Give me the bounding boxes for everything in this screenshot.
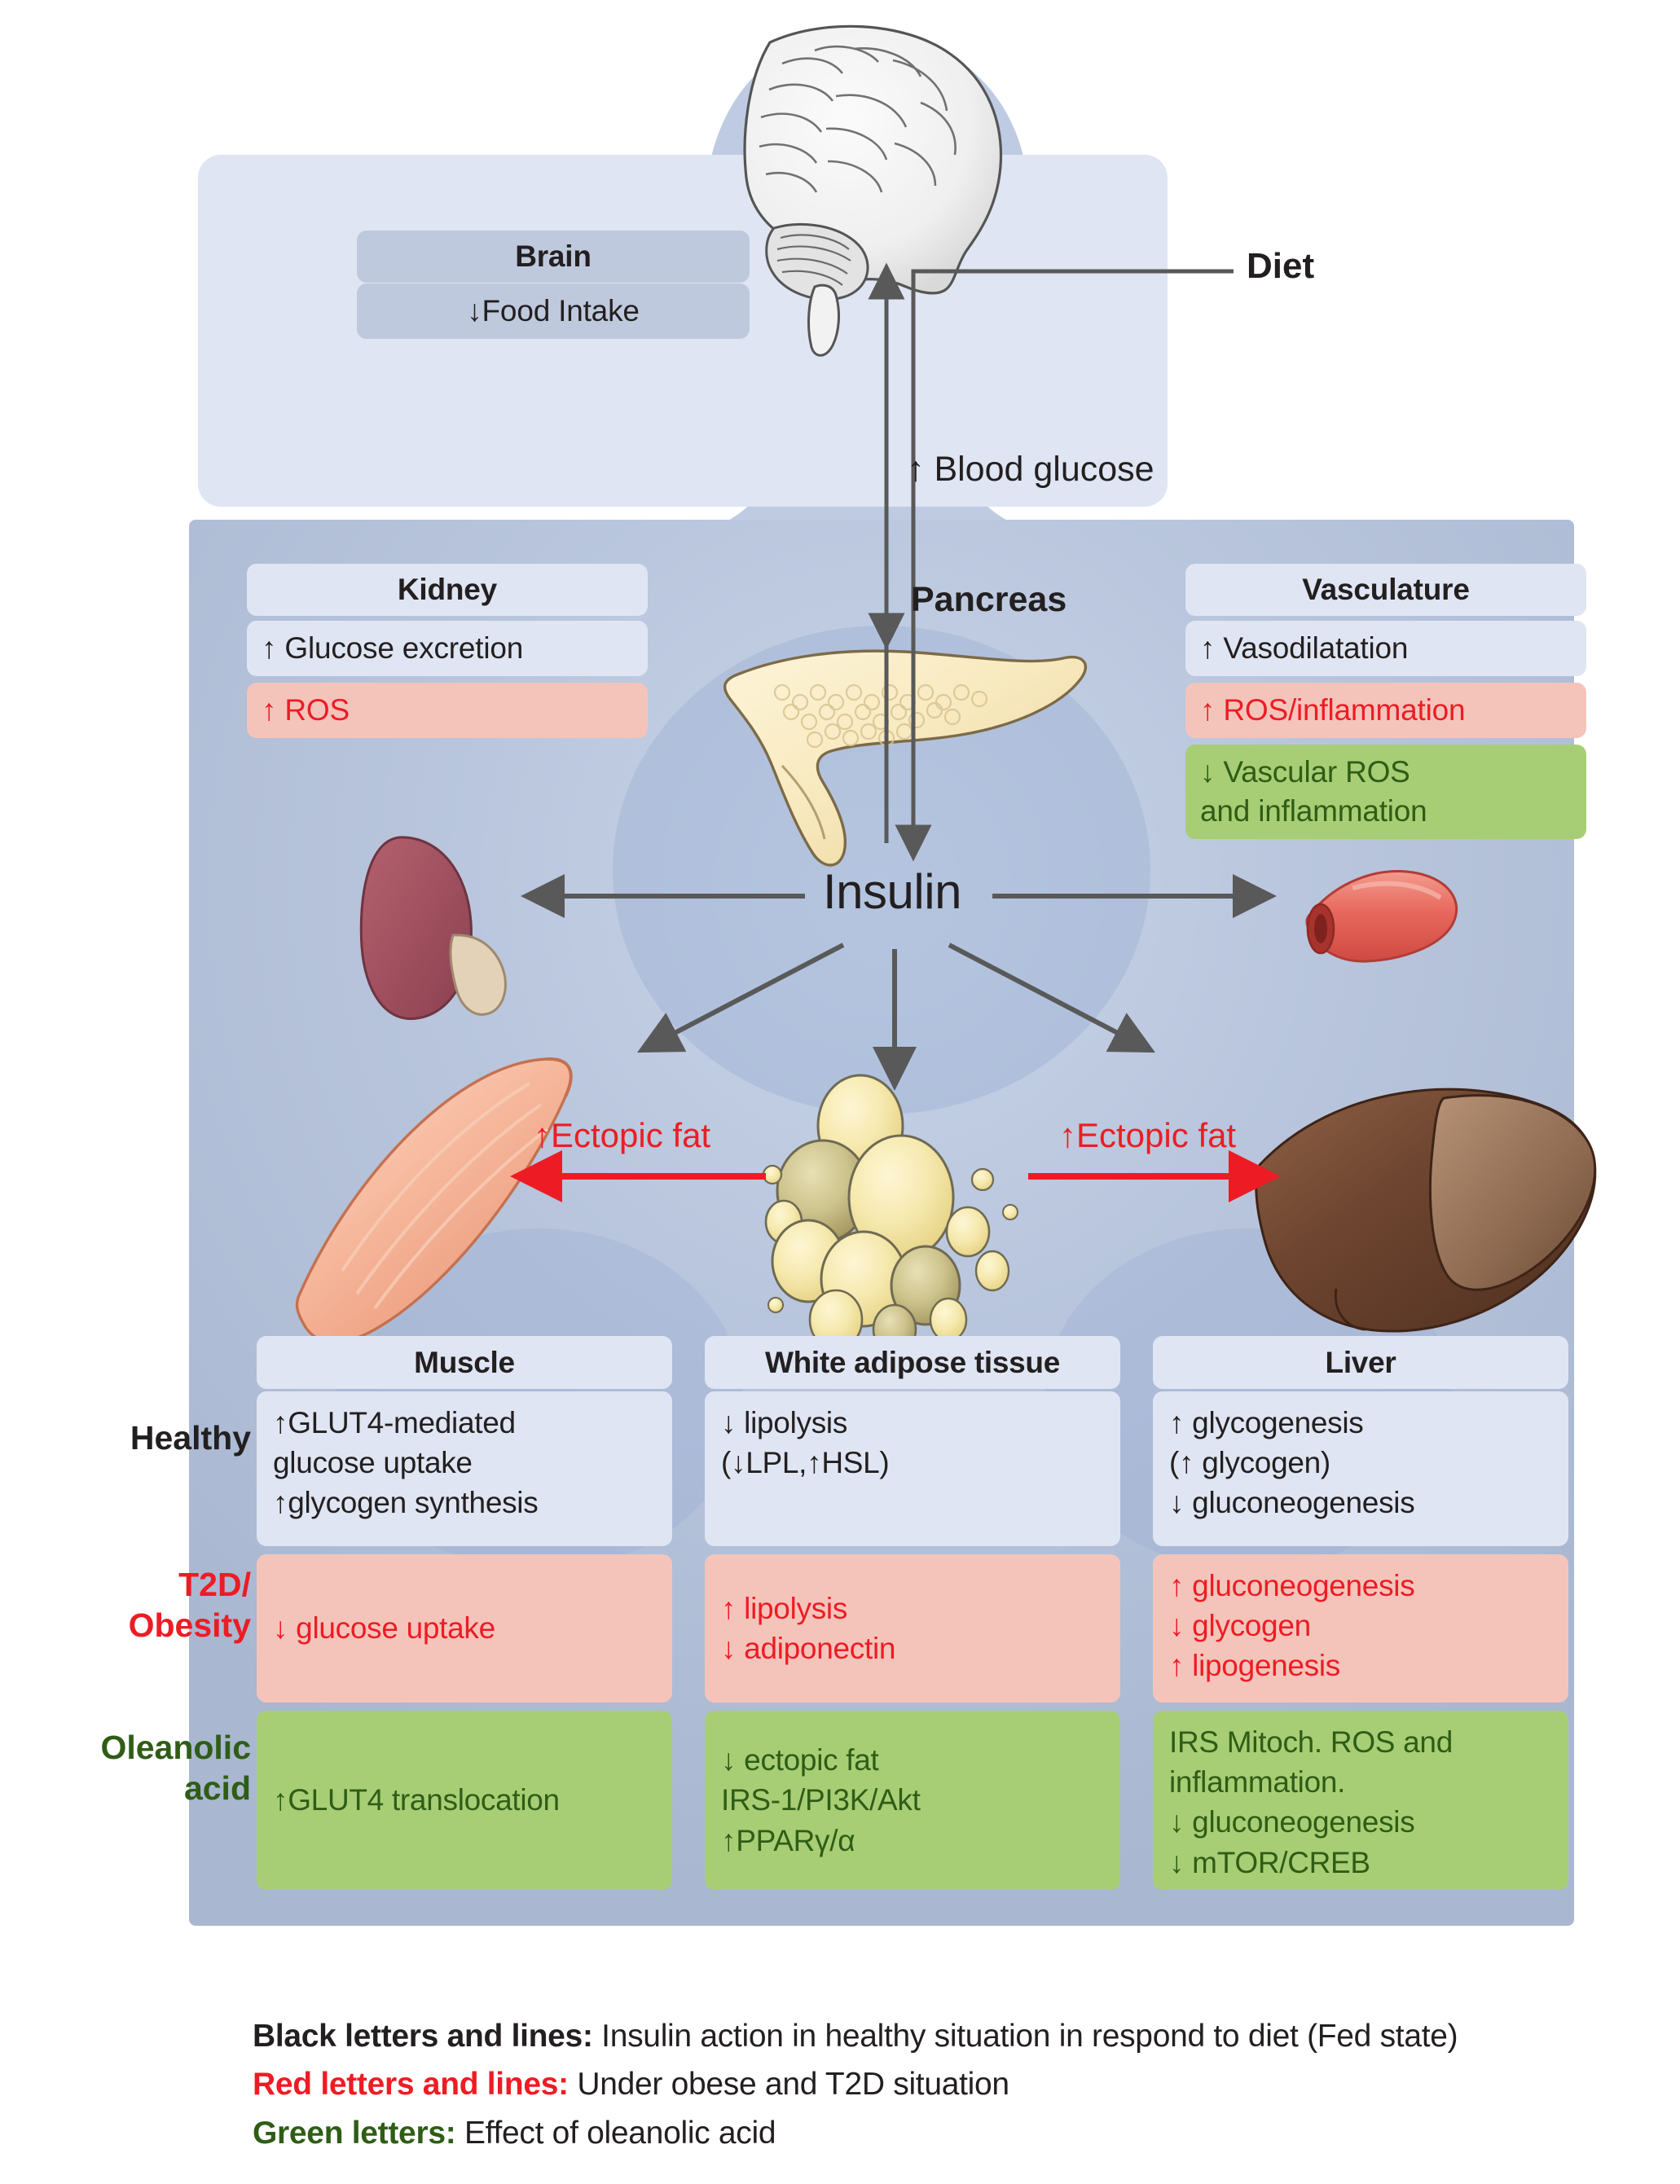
brain-box-header: Brain bbox=[357, 231, 750, 283]
column-header-liver: Liver bbox=[1153, 1336, 1568, 1390]
pancreas-label: Pancreas bbox=[911, 580, 1067, 619]
legend-red-rest: Under obese and T2D situation bbox=[568, 2067, 1009, 2103]
legend-black-bold: Black letters and lines: bbox=[253, 2019, 593, 2054]
legend-black-rest: Insulin action in healthy situation in r… bbox=[592, 2019, 1458, 2054]
cell-t2d-adipose: ↑ lipolysis ↓ adiponectin bbox=[705, 1554, 1120, 1703]
kidney-row-glucose-excretion: ↑ Glucose excretion bbox=[247, 621, 648, 677]
brain-box-item-food-intake: ↓Food Intake bbox=[357, 283, 750, 340]
legend-red-bold: Red letters and lines: bbox=[253, 2067, 569, 2103]
row-label-healthy: Healthy bbox=[130, 1419, 251, 1457]
vasculature-row-vascular-ros: ↓ Vascular ROS and inflammation bbox=[1185, 745, 1586, 840]
legend-green-rest: Effect of oleanolic acid bbox=[455, 2115, 776, 2151]
vasculature-row-ros-inflammation: ↑ ROS/inflammation bbox=[1185, 683, 1586, 739]
row-label-t2d-obesity: T2D/ Obesity bbox=[128, 1566, 251, 1645]
kidney-row-ros: ↑ ROS bbox=[247, 683, 648, 739]
legend-line-green: Green letters: Effect of oleanolic acid bbox=[253, 2109, 1458, 2157]
cell-oleanolic-adipose: ↓ ectopic fat IRS-1/PI3K/Akt ↑PPARγ/α bbox=[705, 1711, 1120, 1890]
legend: Black letters and lines: Insulin action … bbox=[253, 2012, 1458, 2157]
column-header-white-adipose-tissue: White adipose tissue bbox=[705, 1336, 1120, 1390]
cell-oleanolic-muscle: ↑GLUT4 translocation bbox=[257, 1711, 672, 1890]
vasculature-row-vasodilatation: ↑ Vasodilatation bbox=[1185, 621, 1586, 677]
cell-healthy-adipose: ↓ lipolysis (↓LPL,↑HSL) bbox=[705, 1391, 1120, 1546]
column-header-muscle: Muscle bbox=[257, 1336, 672, 1390]
legend-green-bold: Green letters: bbox=[253, 2115, 456, 2151]
row-label-oleanolic-acid: Oleanolic acid bbox=[100, 1729, 251, 1808]
cell-t2d-muscle: ↓ glucose uptake bbox=[257, 1554, 672, 1703]
legend-line-black: Black letters and lines: Insulin action … bbox=[253, 2012, 1458, 2060]
cell-healthy-liver: ↑ glycogenesis (↑ glycogen) ↓ gluconeoge… bbox=[1153, 1391, 1568, 1546]
kidney-box-header: Kidney bbox=[247, 564, 648, 617]
vasculature-box-header: Vasculature bbox=[1185, 564, 1586, 617]
blood-glucose-label: ↑ Blood glucose bbox=[907, 450, 1154, 489]
legend-line-red: Red letters and lines: Under obese and T… bbox=[253, 2060, 1458, 2108]
insulin-label: Insulin bbox=[823, 864, 961, 919]
diet-label: Diet bbox=[1247, 246, 1315, 286]
ectopic-fat-label-left: ↑Ectopic fat bbox=[534, 1116, 711, 1154]
ectopic-fat-label-right: ↑Ectopic fat bbox=[1059, 1116, 1237, 1154]
cell-healthy-muscle: ↑GLUT4-mediated glucose uptake ↑glycogen… bbox=[257, 1391, 672, 1546]
cell-oleanolic-liver: IRS Mitoch. ROS and inflammation. ↓ gluc… bbox=[1153, 1711, 1568, 1890]
cell-t2d-liver: ↑ gluconeogenesis ↓ glycogen ↑ lipogenes… bbox=[1153, 1554, 1568, 1703]
